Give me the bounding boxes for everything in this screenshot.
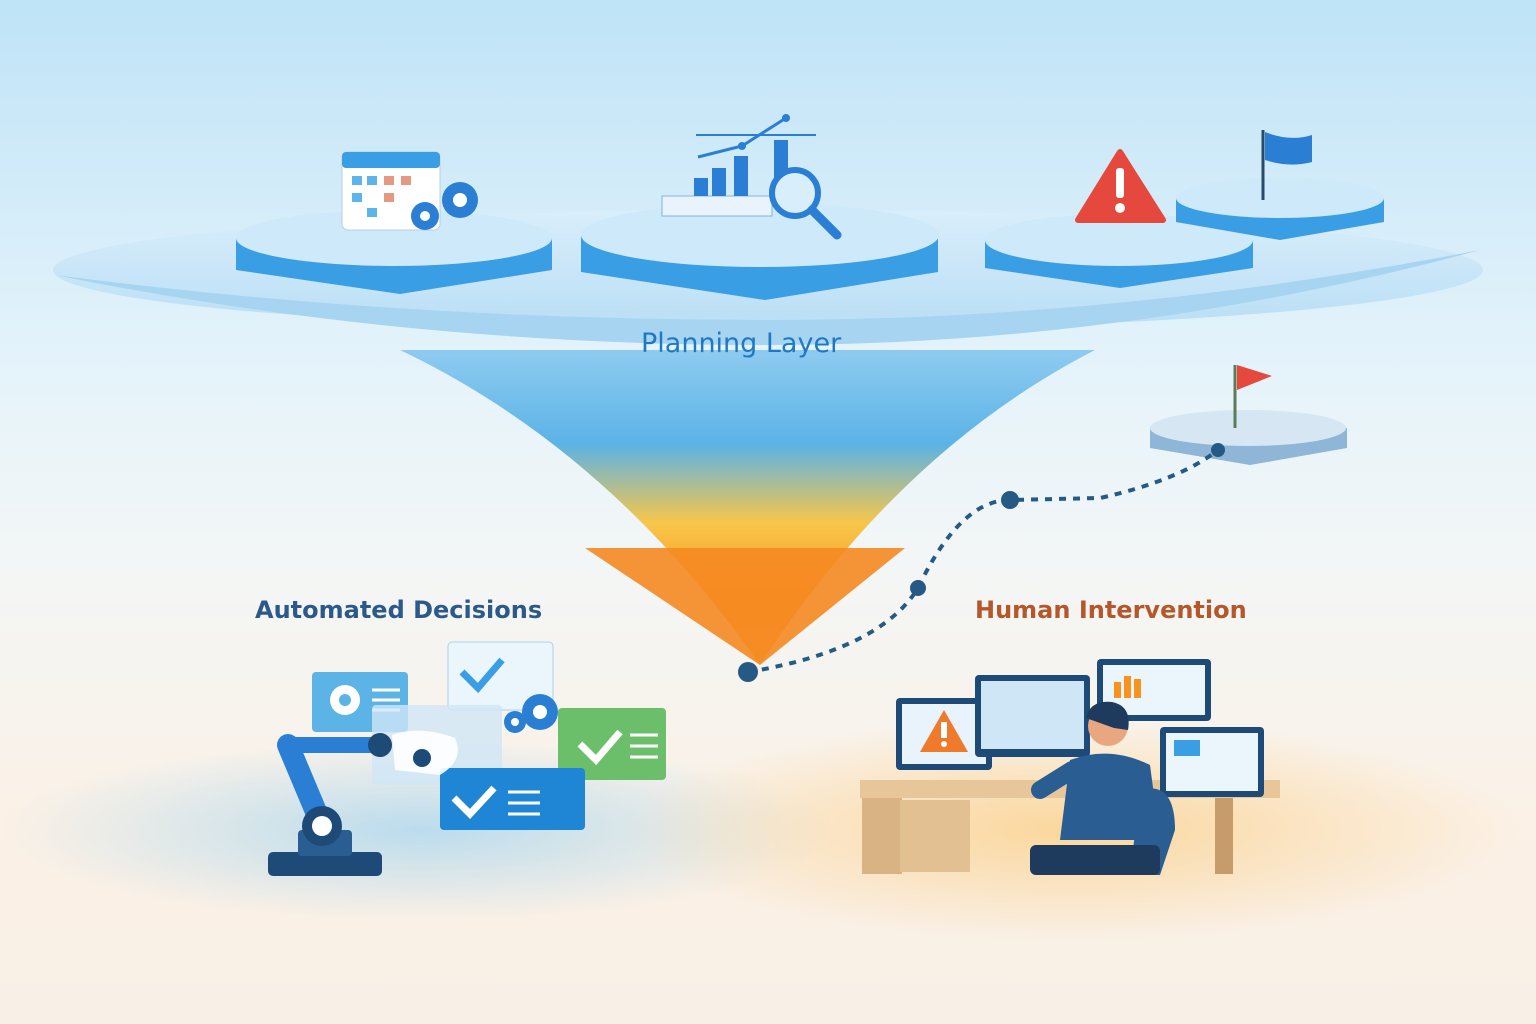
operator-person [1030, 701, 1175, 875]
human-intervention-label: Human Intervention [975, 596, 1247, 624]
robot-arm-icon [268, 730, 458, 876]
monitors [896, 659, 1264, 797]
magnifier-icon [769, 167, 842, 240]
bar-chart-icon [661, 114, 816, 217]
planning-disc-edge [55, 250, 1480, 345]
desk [860, 780, 1280, 874]
analytics-platform [581, 203, 939, 300]
target-flag-icon [1233, 365, 1272, 428]
warning-icon [1075, 149, 1166, 223]
gear-icon [411, 182, 478, 230]
alert-platform [985, 214, 1253, 288]
goal-platform [1176, 178, 1384, 240]
automated-decisions-label: Automated Decisions [255, 596, 543, 624]
intervention-path [738, 443, 1225, 682]
calendar-platform [236, 210, 552, 294]
planning-funnel [400, 350, 1095, 665]
automation-cards [312, 641, 666, 830]
target-platform [1150, 410, 1347, 465]
planning-layer-label: Planning Layer [641, 328, 842, 359]
goal-flag-icon [1261, 130, 1312, 200]
funnel-tip [585, 548, 905, 665]
ground-glow-blue [0, 740, 840, 920]
